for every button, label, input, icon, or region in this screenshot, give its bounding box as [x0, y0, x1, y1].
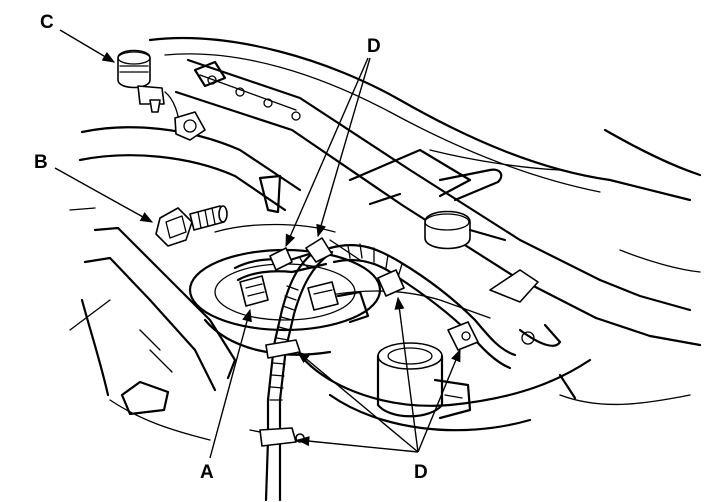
- connector-a: [239, 275, 269, 307]
- harness-clamp-top: [305, 237, 333, 263]
- label-d-bottom: D: [414, 462, 428, 483]
- label-b: B: [34, 152, 48, 173]
- leader-lines: [54, 29, 461, 459]
- bolt-b: [155, 205, 228, 247]
- label-d-top: D: [367, 36, 381, 57]
- wire-harness: [233, 243, 517, 502]
- connector-group: [239, 237, 479, 447]
- label-c: C: [40, 12, 54, 33]
- harness-clamp-right: [447, 321, 479, 351]
- harness-clamp-center: [377, 269, 405, 297]
- harness-clamp-lower: [259, 427, 305, 447]
- engine-background: [69, 36, 702, 441]
- sensor-c: [117, 49, 206, 141]
- harness-clamp-upper-left: [269, 247, 293, 271]
- connector-middle: [307, 281, 339, 311]
- label-a: A: [200, 462, 214, 483]
